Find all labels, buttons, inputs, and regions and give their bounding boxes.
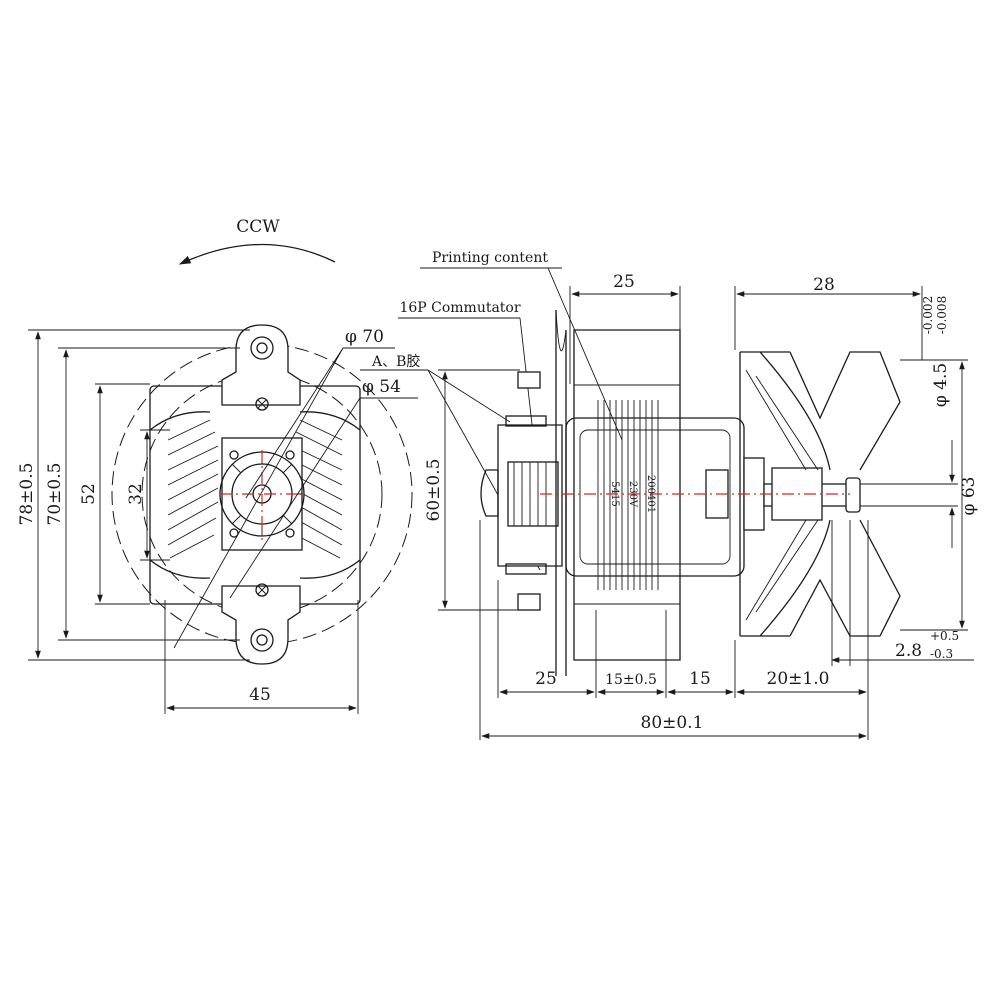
dim-20-label: 20±1.0: [767, 669, 830, 689]
dim-78-label: 78±0.5: [17, 463, 37, 526]
fan-dia-label: φ 63: [959, 477, 979, 516]
phi-70-label: φ 70: [345, 327, 384, 347]
dim-15-label: 15: [689, 669, 711, 689]
shaft-tol-lower: -0.008: [935, 296, 949, 334]
dim-25-bottom-label: 25: [535, 669, 557, 689]
lamination-stack: [597, 400, 659, 590]
ccw-arrow-icon: [178, 243, 336, 265]
dim-15-stack-label: 15±0.5: [605, 672, 657, 688]
fan-impeller: [739, 351, 901, 637]
dim-70-label: 70±0.5: [45, 463, 65, 526]
edge-tol-upper: +0.5: [930, 629, 959, 643]
shaft-tol-upper: -0.002: [921, 296, 935, 334]
top-mount-hole: [250, 336, 274, 360]
bottom-mount-hole: [250, 628, 274, 652]
shaft-clip: [845, 477, 861, 513]
printing-content-label: Printing content: [432, 250, 548, 266]
shaft-end-cap: [480, 469, 499, 517]
field-coil-left: [167, 419, 219, 559]
diameter-leaders: [173, 347, 361, 649]
bottom-screw-icon: [255, 583, 269, 597]
commutator-label: 16P Commutator: [399, 300, 520, 316]
side-view: Printing content 16P Commutator A、B胶 25 …: [360, 250, 979, 740]
top-screw-icon: [255, 397, 269, 411]
dim-28-label: 28: [813, 275, 835, 295]
dim-80-label: 80±0.1: [641, 713, 704, 733]
shaft-dia-label: φ 4.5: [931, 363, 951, 407]
field-coil-right: [291, 419, 343, 559]
center-mark: [220, 450, 304, 540]
front-view: CCW: [17, 217, 418, 714]
stator-core: [573, 329, 681, 661]
dim-60-label: 60±0.5: [424, 459, 444, 522]
top-mount-bracket: [221, 324, 301, 406]
phi-54-label: φ 54: [362, 377, 401, 397]
dim-32-label: 32: [126, 483, 146, 505]
edge-tol-lower: -0.3: [930, 647, 953, 661]
dim-25-top-label: 25: [613, 272, 635, 292]
edge-dim-label: 2.8: [895, 641, 922, 661]
dim-45-label: 45: [249, 685, 271, 705]
dim-52-label: 52: [79, 483, 99, 505]
bottom-mount-bracket: [221, 585, 301, 665]
rotation-label: CCW: [236, 217, 280, 237]
stator-curves: [149, 411, 361, 579]
glue-label: A、B胶: [371, 353, 420, 370]
